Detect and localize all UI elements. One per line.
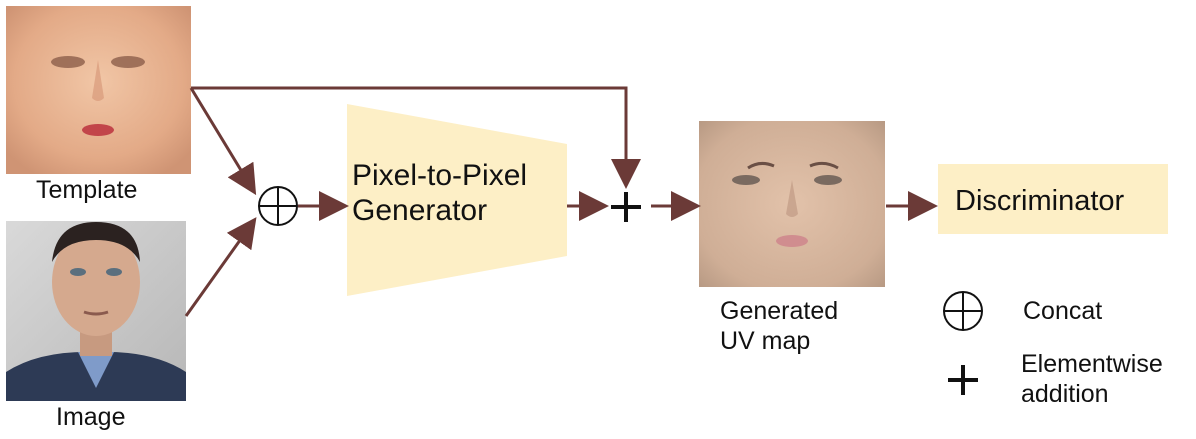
legend-addition-line2: addition [1021,379,1109,408]
image-label: Image [56,403,126,431]
template-image [6,6,191,174]
legend-addition-line1: Elementwise [1021,350,1163,378]
generated-uv-map-label: Generated UV map [720,297,838,356]
input-photo [6,221,186,401]
generated-uv-map-image [699,121,885,287]
legend-concat-icon [943,291,983,331]
generator-label-line1: Pixel-to-Pixel [352,159,528,192]
discriminator-label: Discriminator [955,185,1125,217]
arrow-template-to-concat [189,87,257,196]
arrow-template-skip-to-add [191,86,641,189]
generator-label-line2: Generator [352,194,488,228]
addition-symbol [611,192,641,222]
arrow-image-to-concat [184,217,257,317]
legend-addition-label: Elementwise addition [1021,350,1163,409]
legend-addition-icon [948,365,978,395]
generator-label: Pixel-to-Pixel Generator [352,158,527,229]
connector-arrows [184,86,938,317]
discriminator-block [938,164,1168,234]
concat-symbol [258,186,298,226]
template-label: Template [36,176,138,204]
generated-uv-map-line2: UV map [720,326,811,355]
generator-block [347,104,567,296]
legend-concat-label: Concat [1023,297,1103,325]
generated-uv-map-line1: Generated [720,297,839,325]
